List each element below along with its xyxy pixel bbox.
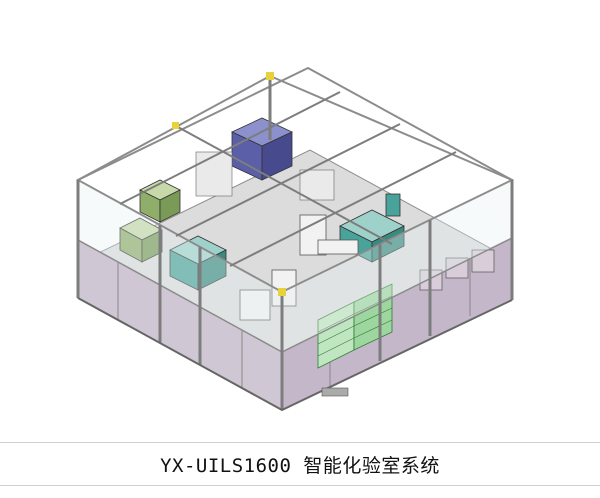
- yellow-brackets: [172, 72, 286, 296]
- sample-rack: [195, 151, 335, 201]
- base-skirt: [77, 297, 513, 412]
- olive-instrument: [139, 179, 181, 223]
- robot-arm-center: [239, 214, 359, 321]
- green-storage-cabinet: [317, 283, 393, 369]
- door-handle: [321, 387, 349, 397]
- aluminum-posts: [76, 76, 514, 410]
- system-caption: YX-UILS1600 智能化验室系统: [160, 454, 440, 477]
- lab-render-svg: [75, 66, 515, 412]
- olive-instrument-lower: [119, 217, 163, 263]
- teal-instrument-left: [169, 235, 227, 291]
- cross-beams: [119, 91, 457, 267]
- lab-system-render: [75, 66, 515, 412]
- caption-bar: YX-UILS1600 智能化验室系统: [0, 442, 600, 486]
